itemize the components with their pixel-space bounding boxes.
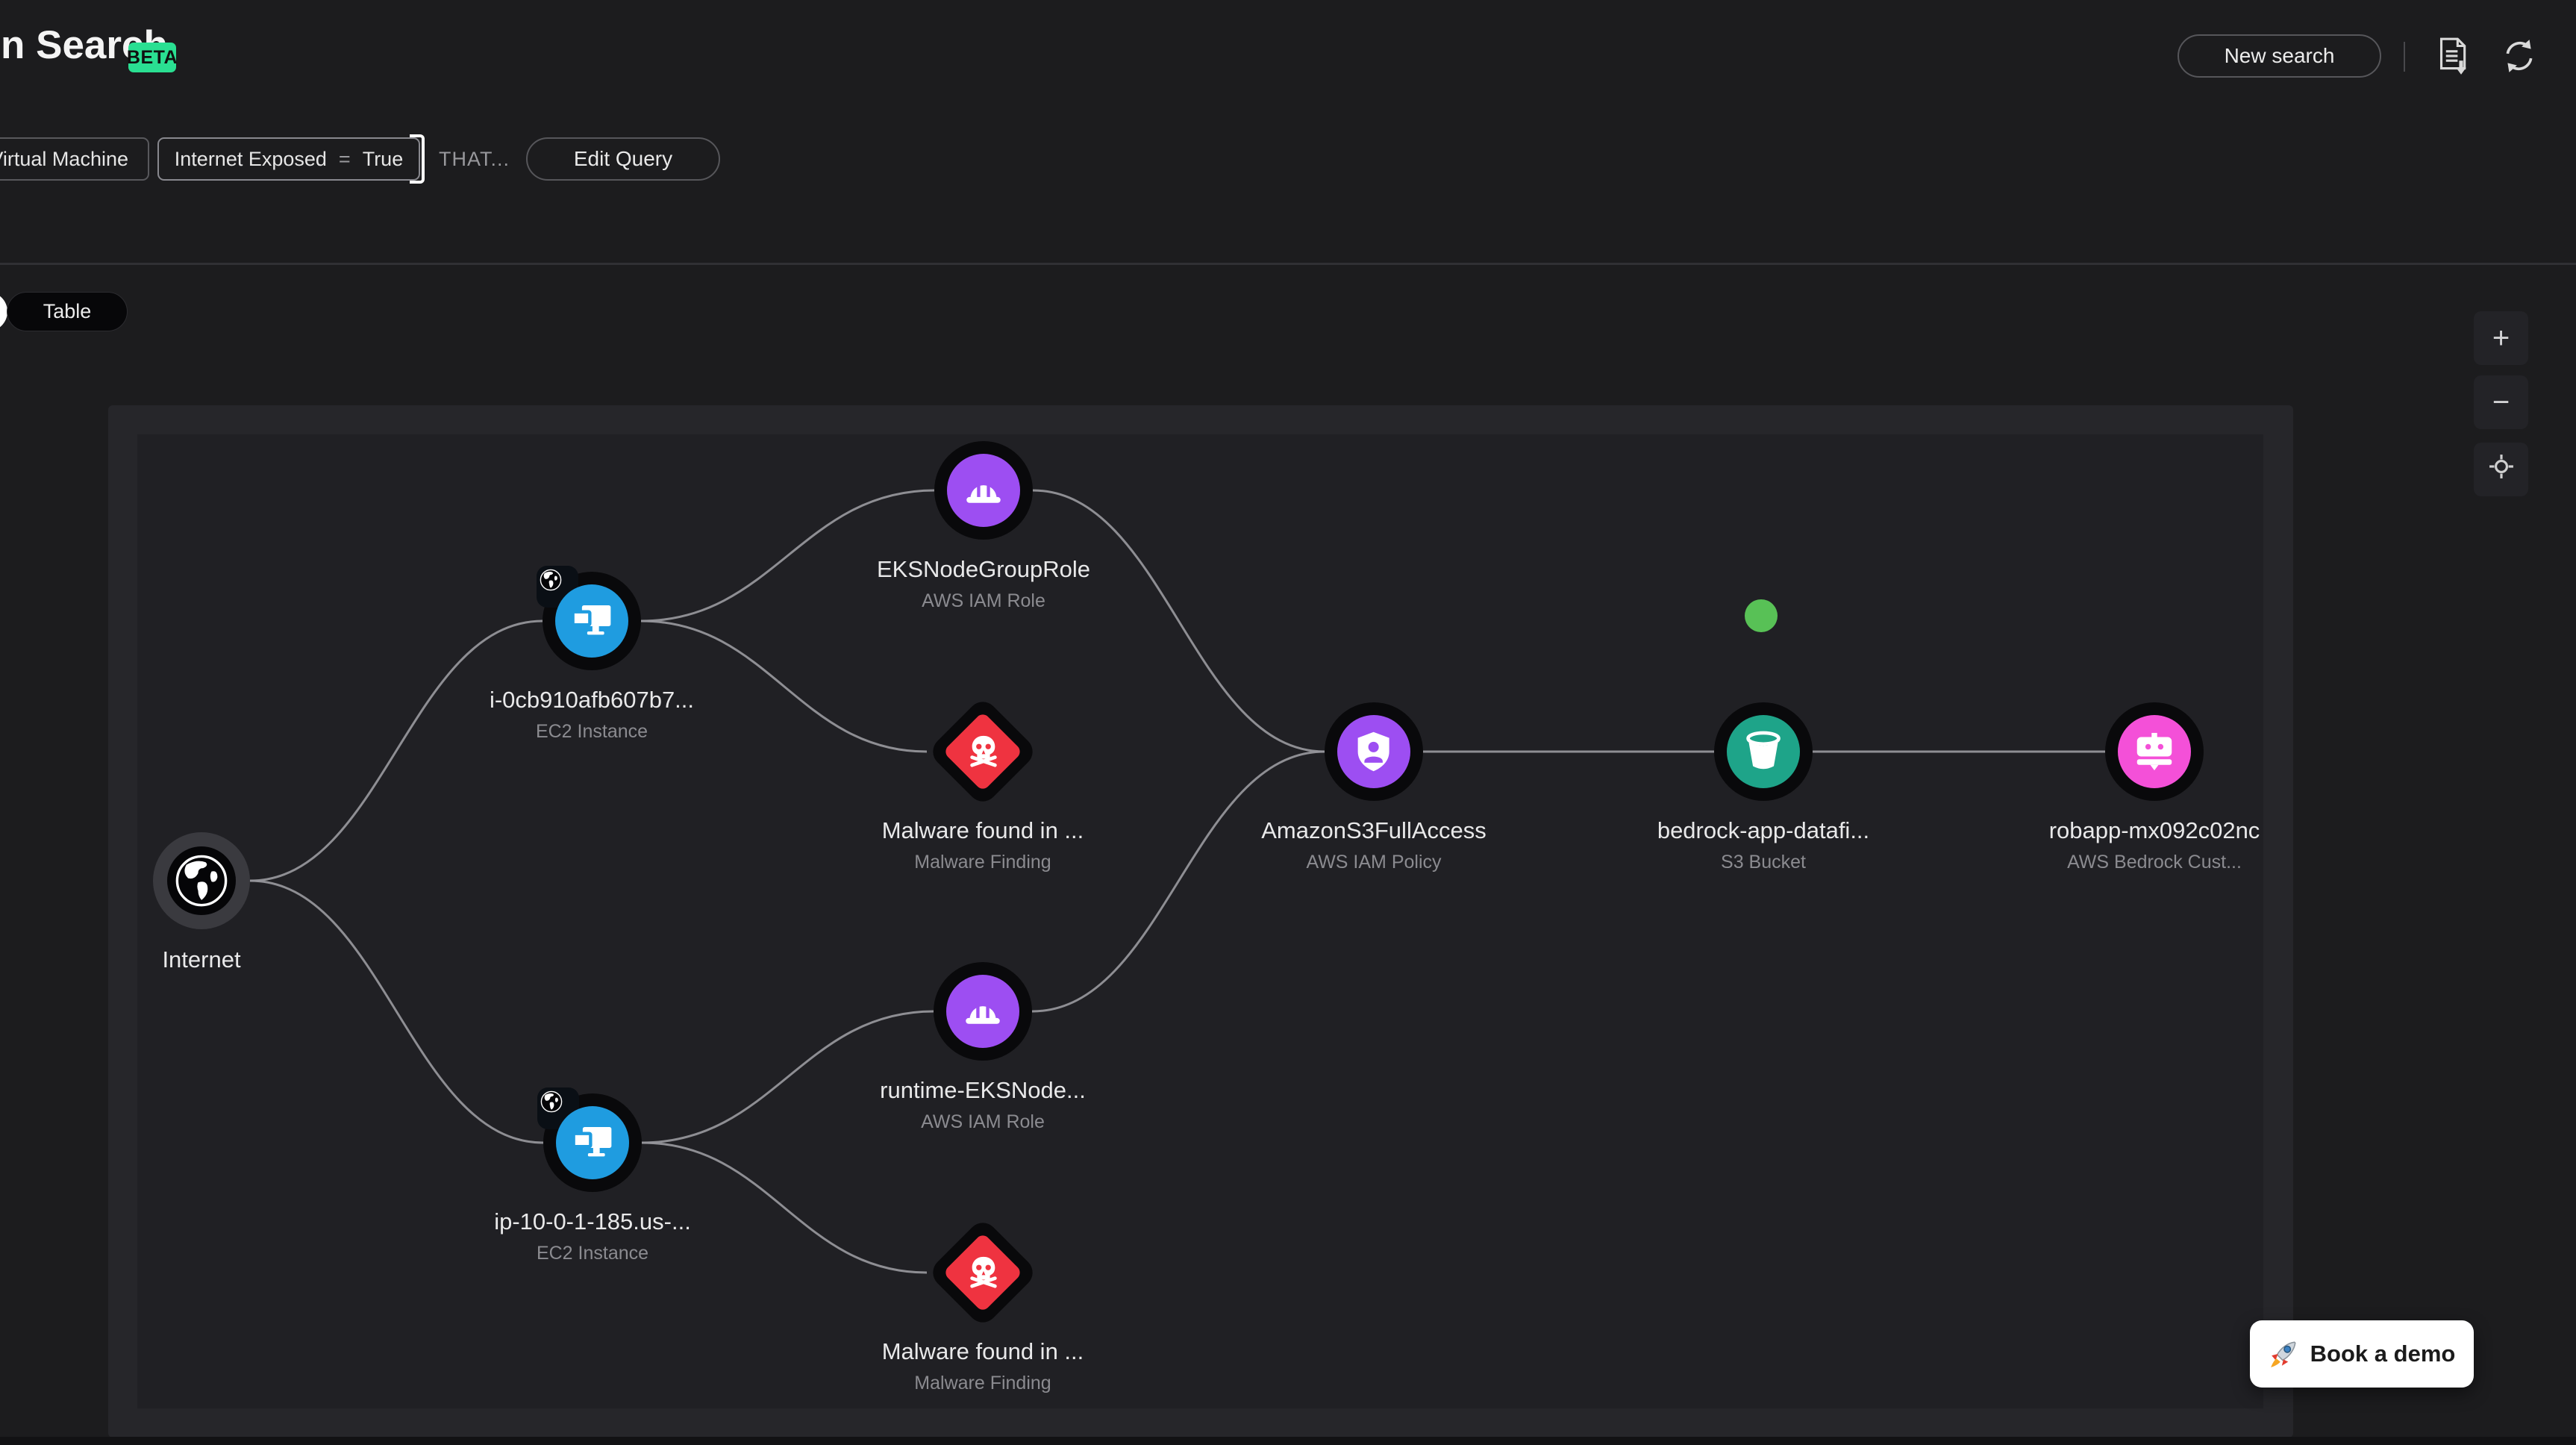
- node-labels: bedrock-app-datafi... S3 Bucket: [1584, 817, 1942, 873]
- hardhat-icon: [962, 996, 1004, 1026]
- robot-icon: [2133, 732, 2175, 771]
- node-core: [1337, 715, 1410, 788]
- selection-bracket: [410, 134, 425, 184]
- node-labels: runtime-EKSNode... AWS IAM Role: [804, 1077, 1162, 1133]
- node-label: i-0cb910afb607b7...: [489, 687, 695, 713]
- node-sublabel: AWS Bedrock Cust...: [2067, 852, 2242, 873]
- refresh-icon: [2501, 37, 2538, 77]
- zoom-out-button[interactable]: −: [2474, 375, 2528, 429]
- skull-icon: [966, 1255, 1001, 1289]
- node-label: EKSNodeGroupRole: [876, 556, 1091, 582]
- node-core: [947, 454, 1020, 527]
- book-demo-label: Book a demo: [2310, 1341, 2456, 1367]
- graph-node-s3[interactable]: bedrock-app-datafi... S3 Bucket: [1657, 599, 1869, 873]
- node-sublabel: AWS IAM Role: [922, 590, 1045, 611]
- graph-node-malware-2[interactable]: Malware found in ... Malware Finding: [882, 1217, 1084, 1393]
- header-divider: [2404, 42, 2405, 72]
- node-label: Internet: [162, 946, 241, 973]
- view-toggle-table-segment[interactable]: Table: [7, 292, 128, 331]
- zoom-in-button[interactable]: +: [2474, 311, 2528, 365]
- node-sublabel: Malware Finding: [914, 852, 1051, 873]
- node-sublabel: EC2 Instance: [536, 1243, 649, 1264]
- status-dot: [1745, 599, 1778, 632]
- node-label: bedrock-app-datafi...: [1657, 817, 1870, 843]
- node-core: [946, 975, 1019, 1048]
- edit-query-button[interactable]: Edit Query: [526, 137, 720, 181]
- shield-user-icon: [1355, 731, 1392, 773]
- node-labels: Malware found in ... Malware Finding: [804, 817, 1162, 873]
- footer-strip: [0, 1437, 2576, 1445]
- node-core: [2118, 715, 2191, 788]
- bucket-icon: [1744, 731, 1783, 773]
- node-labels: ip-10-0-1-185.us-... EC2 Instance: [413, 1208, 772, 1264]
- book-demo-button[interactable]: Book a demo: [2250, 1320, 2474, 1388]
- monitor-icon: [571, 604, 613, 638]
- node-sublabel: EC2 Instance: [535, 721, 648, 742]
- node-labels: Malware found in ... Malware Finding: [804, 1338, 1162, 1394]
- query-chip-asset[interactable]: Virtual Machine: [0, 137, 149, 181]
- graph-node-malware-1[interactable]: Malware found in ... Malware Finding: [882, 696, 1084, 873]
- skull-icon: [966, 734, 1001, 768]
- query-filter-operator: =: [338, 147, 351, 170]
- header-bottom-divider: [0, 263, 2576, 265]
- node-core: [555, 584, 628, 658]
- internet-exposed-globe-badge: [537, 1087, 579, 1129]
- hardhat-icon: [963, 475, 1004, 505]
- zoom-fit-button[interactable]: [2474, 443, 2528, 496]
- view-toggle-graph-segment[interactable]: [0, 292, 7, 331]
- rocket-icon: [2269, 1338, 2300, 1370]
- refresh-button[interactable]: [2498, 36, 2540, 78]
- node-core: [556, 1106, 629, 1179]
- node-label: ip-10-0-1-185.us-...: [494, 1208, 691, 1235]
- node-sublabel: S3 Bucket: [1721, 852, 1806, 873]
- graph-node-ec2-1[interactable]: i-0cb910afb607b7... EC2 Instance: [490, 566, 694, 742]
- query-chip-filter[interactable]: Internet Exposed = True: [157, 134, 425, 184]
- node-labels: Internet: [22, 946, 381, 973]
- node-core: [1727, 715, 1800, 788]
- query-filter-value: True: [362, 147, 404, 170]
- query-chip-asset-label: Virtual Machine: [0, 147, 128, 170]
- node-sublabel: Malware Finding: [914, 1373, 1051, 1393]
- monitor-icon: [572, 1126, 613, 1160]
- node-label: Malware found in ...: [881, 1338, 1084, 1364]
- node-label: AmazonS3FullAccess: [1261, 817, 1486, 843]
- beta-badge: BETA: [127, 43, 178, 72]
- node-sublabel: AWS IAM Policy: [1306, 852, 1442, 873]
- export-report-button[interactable]: [2430, 36, 2472, 78]
- node-label: robapp-mx092c02nc: [2048, 817, 2260, 843]
- globe-icon: [175, 854, 228, 908]
- query-filter-field: Internet Exposed: [174, 147, 327, 170]
- node-sublabel: AWS IAM Role: [921, 1111, 1045, 1132]
- node-label: runtime-EKSNode...: [880, 1077, 1086, 1103]
- export-report-icon: [2432, 36, 2469, 78]
- new-search-button[interactable]: New search: [2178, 34, 2381, 78]
- graph-node-ec2-2[interactable]: ip-10-0-1-185.us-... EC2 Instance: [494, 1087, 691, 1264]
- graph-node-rt-eks-role[interactable]: runtime-EKSNode... AWS IAM Role: [880, 962, 1086, 1132]
- graph-node-internet[interactable]: Internet: [153, 832, 250, 973]
- crosshair-icon: [2489, 453, 2514, 487]
- query-connector-label: THAT...: [439, 148, 510, 170]
- node-labels: i-0cb910afb607b7... EC2 Instance: [413, 687, 771, 743]
- node-label: Malware found in ...: [881, 817, 1084, 843]
